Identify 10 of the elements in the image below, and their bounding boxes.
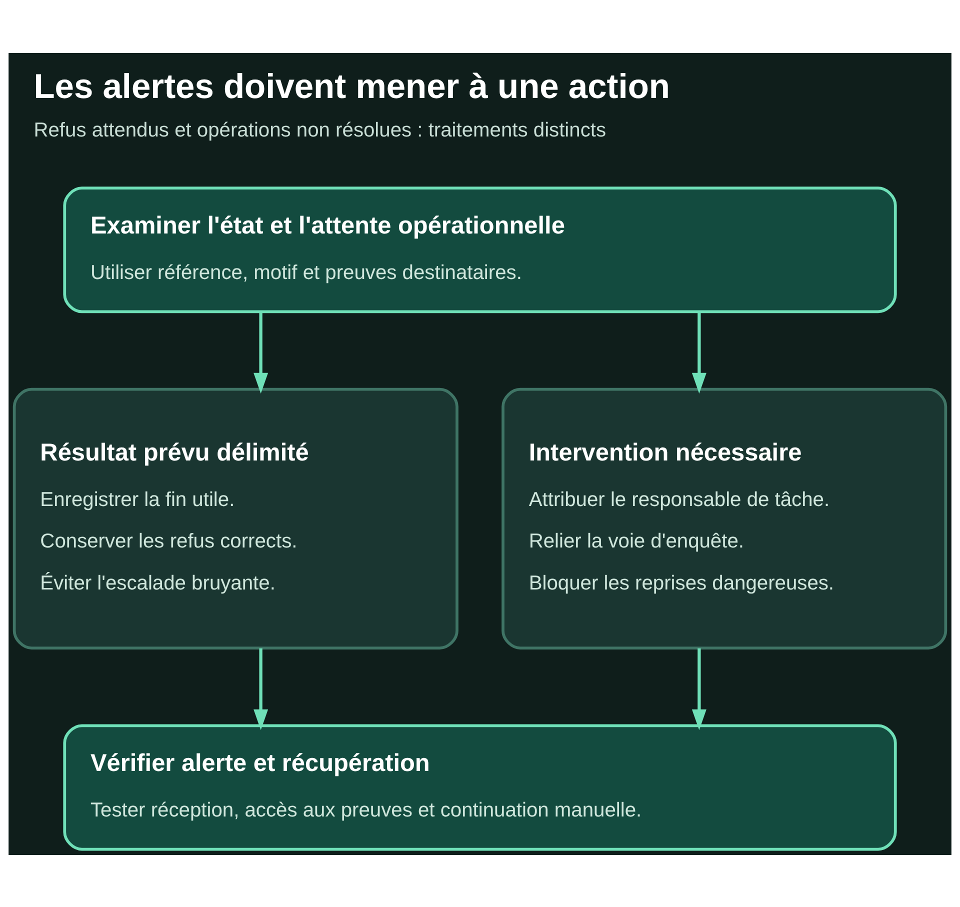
diagram-title: Les alertes doivent mener à une action [34,67,670,106]
node-box: Examiner l'état et l'attente opérationnelle Utiliser référence, motif et preuves destinataires. [63,186,897,313]
arrow [254,648,268,730]
arrow [254,312,268,394]
arrow [692,312,706,394]
node-box: Vérifier alerte et récupération Tester réception, accès aux preuves et continuation manuelle. [63,724,897,850]
node-box: Résultat prévu délimité Enregistrer la fin utile. Conserver les refus corrects. Éviter l'escalade bruyante. [12,387,458,649]
caption: Refus attendus et opérations non résolues : traitements distincts [34,119,606,142]
arrow [692,648,706,730]
node-box: Intervention nécessaire Attribuer le responsable de tâche. Relier la voie d'enquête. Bloquer les reprises dangereuses. [502,387,948,649]
